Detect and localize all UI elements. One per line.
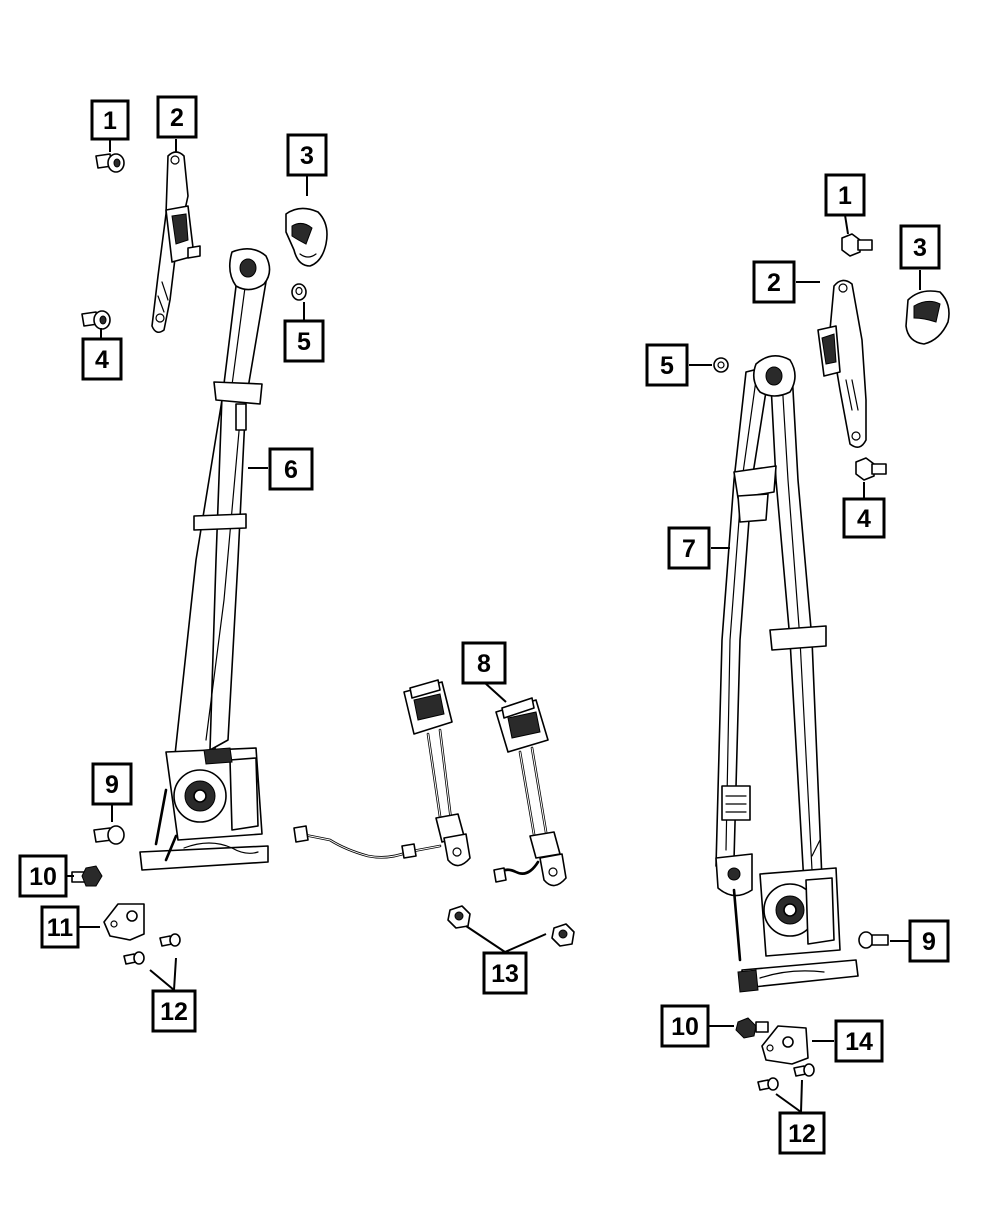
callout-1-left: 1: [90, 99, 130, 141]
svg-text:14: 14: [845, 1028, 873, 1056]
callout-3-left: 3: [286, 133, 328, 177]
svg-text:3: 3: [300, 142, 314, 170]
svg-text:9: 9: [105, 771, 119, 799]
svg-text:4: 4: [857, 505, 871, 533]
bolt-part-1-right: [841, 233, 873, 257]
spacer-part-5-right: [713, 357, 729, 373]
callout-3-right: 3: [899, 224, 941, 270]
nut-parts-13: [447, 905, 575, 947]
svg-text:4: 4: [95, 346, 109, 374]
bolt-part-9-right: [858, 931, 889, 949]
svg-text:10: 10: [29, 863, 57, 891]
callout-9-right: 9: [908, 919, 950, 963]
callout-10-left: 10: [18, 854, 68, 898]
callout-5-right: 5: [645, 343, 689, 387]
callout-2-right: 2: [752, 260, 796, 304]
clip-parts-12-right: [757, 1063, 815, 1091]
callout-7: 7: [667, 526, 711, 570]
retractor-right: [737, 839, 859, 993]
callout-1-right: 1: [824, 173, 866, 217]
spacer-part-5-left: [291, 283, 307, 301]
nut-part-10-right: [735, 1017, 769, 1039]
callout-2-left: 2: [156, 95, 198, 139]
trim-cover-part-3-left: [285, 207, 328, 267]
callout-12-right: 12: [778, 1111, 826, 1155]
callout-10-right: 10: [660, 1004, 710, 1048]
svg-text:2: 2: [767, 269, 781, 297]
svg-text:8: 8: [477, 650, 491, 678]
seat-belt-assembly-part-6: [173, 248, 271, 771]
svg-text:10: 10: [671, 1013, 699, 1041]
callout-4-left: 4: [81, 337, 123, 381]
svg-text:11: 11: [47, 914, 74, 942]
callout-11: 11: [40, 905, 80, 949]
callout-8: 8: [461, 641, 507, 685]
svg-text:5: 5: [297, 328, 311, 356]
bolt-part-9-left: [93, 825, 125, 845]
svg-text:1: 1: [103, 107, 117, 135]
buckle-part-8: [493, 697, 567, 887]
bracket-part-11: [103, 903, 145, 941]
seat-belt-assembly-part-7: [715, 355, 827, 962]
buckle-with-sensor-wire: [293, 679, 471, 867]
bolt-part-1-left: [95, 153, 125, 173]
svg-text:7: 7: [682, 535, 696, 563]
svg-text:3: 3: [913, 234, 927, 262]
callout-4-right: 4: [842, 497, 886, 539]
height-adjuster-part-2-left: [151, 151, 201, 334]
svg-text:12: 12: [788, 1120, 816, 1148]
callout-14: 14: [834, 1019, 884, 1063]
retractor-left: [139, 747, 269, 871]
svg-text:13: 13: [491, 960, 519, 988]
clip-parts-12-left: [123, 933, 181, 965]
height-adjuster-part-2-right: [817, 279, 867, 448]
svg-text:9: 9: [922, 928, 936, 956]
callout-13: 13: [482, 951, 528, 995]
bolt-part-4-left: [81, 310, 111, 330]
nut-part-10-left: [71, 865, 103, 887]
svg-text:1: 1: [838, 182, 852, 210]
callout-12-left: 12: [151, 989, 197, 1033]
bracket-part-14: [761, 1025, 809, 1065]
svg-text:6: 6: [284, 456, 298, 484]
trim-cover-part-3-right: [905, 290, 950, 345]
callout-6: 6: [268, 447, 314, 491]
callout-9-left: 9: [91, 762, 133, 806]
svg-text:2: 2: [170, 104, 184, 132]
svg-text:12: 12: [160, 998, 188, 1026]
callout-5-left: 5: [283, 319, 325, 363]
leader-lines: [66, 139, 921, 1113]
svg-text:5: 5: [660, 352, 674, 380]
bolt-part-4-right: [855, 457, 887, 481]
